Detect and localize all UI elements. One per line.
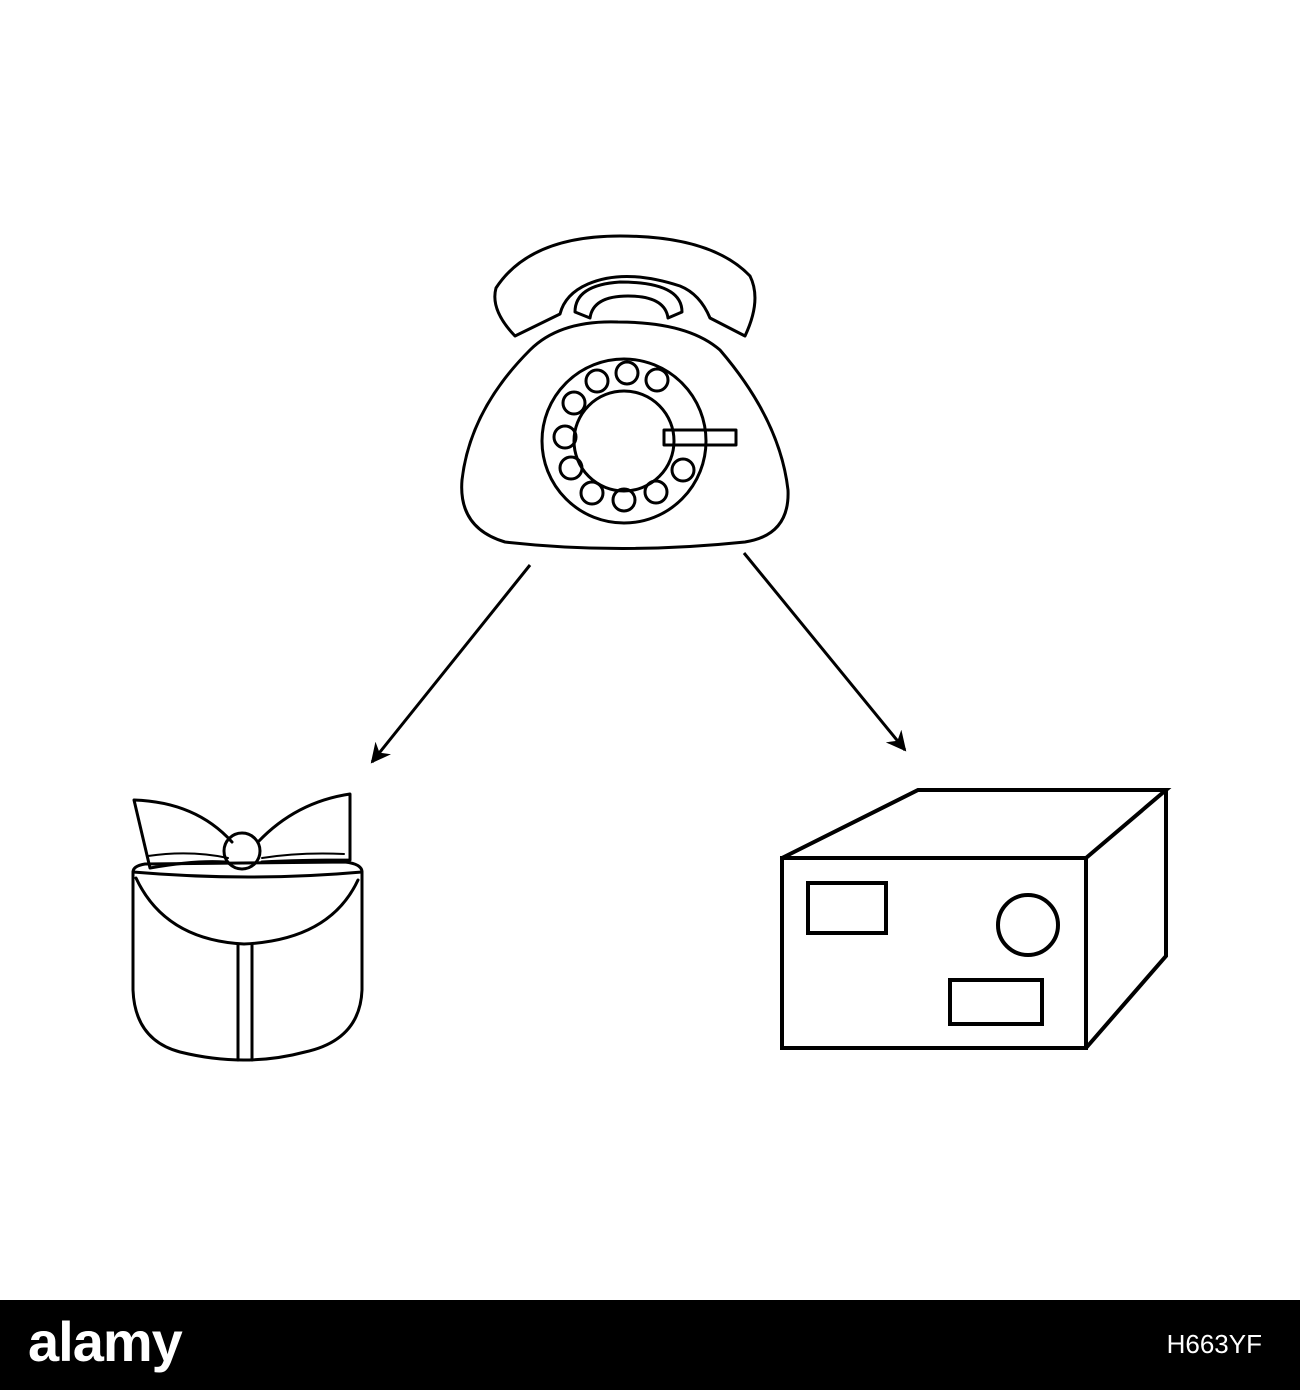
rotary-dial xyxy=(540,357,708,525)
arrow-to-gift-box xyxy=(370,564,532,764)
box-top xyxy=(781,788,1172,860)
box-dial xyxy=(996,893,1060,957)
telephone-body xyxy=(460,320,790,550)
box-front xyxy=(780,856,1088,1050)
image-id: H663YF xyxy=(1166,1329,1262,1359)
handset xyxy=(493,234,757,338)
box-side xyxy=(1084,790,1168,1050)
rotary-telephone-icon xyxy=(460,234,790,550)
finger-stop xyxy=(662,428,738,447)
dial-center xyxy=(572,389,676,493)
arrow-to-cardboard-box xyxy=(742,552,907,752)
bow-right xyxy=(256,792,352,864)
footer-bar: alamy H663YF xyxy=(0,1300,1300,1390)
gift-body xyxy=(131,870,364,1062)
cardboard-box-icon xyxy=(780,788,1172,1050)
box-label-top xyxy=(806,881,888,935)
cradle xyxy=(573,280,684,320)
box-label-bottom xyxy=(948,978,1044,1026)
alamy-logo: alamy xyxy=(28,1310,183,1373)
gift-ribbon xyxy=(236,942,254,1062)
bow-left xyxy=(132,798,234,870)
gift-flap xyxy=(134,876,360,946)
gift-box-icon xyxy=(131,792,364,1062)
diagram xyxy=(131,234,1172,1062)
bow-knot xyxy=(222,831,262,871)
